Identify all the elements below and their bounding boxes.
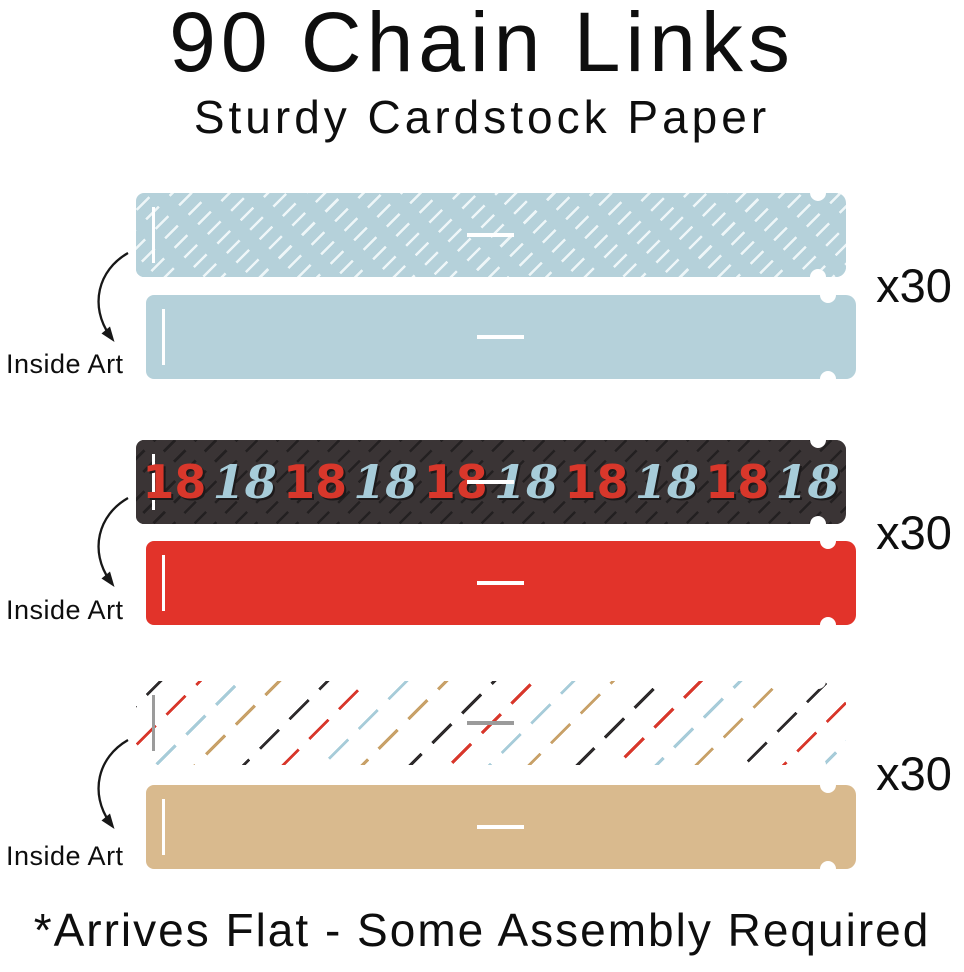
number-18: 18	[564, 455, 629, 509]
number-18: 18	[353, 455, 418, 509]
count-badge: x30	[876, 747, 952, 800]
inside-art-label: Inside Art	[6, 349, 124, 379]
inside-art-arrow	[97, 496, 129, 587]
chain-link-outside-confetti	[136, 681, 846, 765]
chain-link-outside-18: 18 18 18 18 18 18 18 18 18 18	[136, 440, 846, 524]
number-18: 18	[634, 455, 699, 509]
chain-link-inside-red	[146, 541, 856, 625]
chain-link-inside-blue	[146, 295, 856, 379]
number-18: 18	[212, 455, 277, 509]
link-slot-dash	[477, 581, 524, 585]
link-slot-slit	[162, 799, 165, 855]
link-slot-dash	[467, 233, 514, 237]
link-slot-dash	[467, 480, 514, 484]
number-18: 18	[283, 455, 348, 509]
page-subtitle: Sturdy Cardstock Paper	[193, 90, 771, 143]
chain-link-inside-kraft	[146, 785, 856, 869]
link-slot-slit	[162, 555, 165, 611]
link-slot-dash	[477, 335, 524, 339]
inside-art-arrow	[97, 738, 129, 829]
inside-art-label: Inside Art	[6, 595, 124, 625]
chain-link-outside-blue	[136, 193, 846, 277]
count-badge: x30	[876, 259, 952, 312]
page-title: 90 Chain Links	[169, 0, 795, 89]
number-18: 18	[775, 455, 840, 509]
link-slot-slit	[152, 695, 155, 751]
link-slot-dash	[467, 721, 514, 725]
link-slot-slit	[162, 309, 165, 365]
header: 90 Chain Links Sturdy Cardstock Paper	[0, 0, 964, 144]
assembly-note: *Arrives Flat - Some Assembly Required	[33, 904, 931, 956]
number-18: 18	[142, 455, 207, 509]
link-slot-slit	[152, 207, 155, 263]
number-18: 18	[705, 455, 770, 509]
inside-art-label: Inside Art	[6, 841, 124, 871]
inside-art-arrow	[97, 251, 129, 342]
link-slot-dash	[477, 825, 524, 829]
link-slot-slit	[152, 454, 155, 510]
count-badge: x30	[876, 506, 952, 559]
